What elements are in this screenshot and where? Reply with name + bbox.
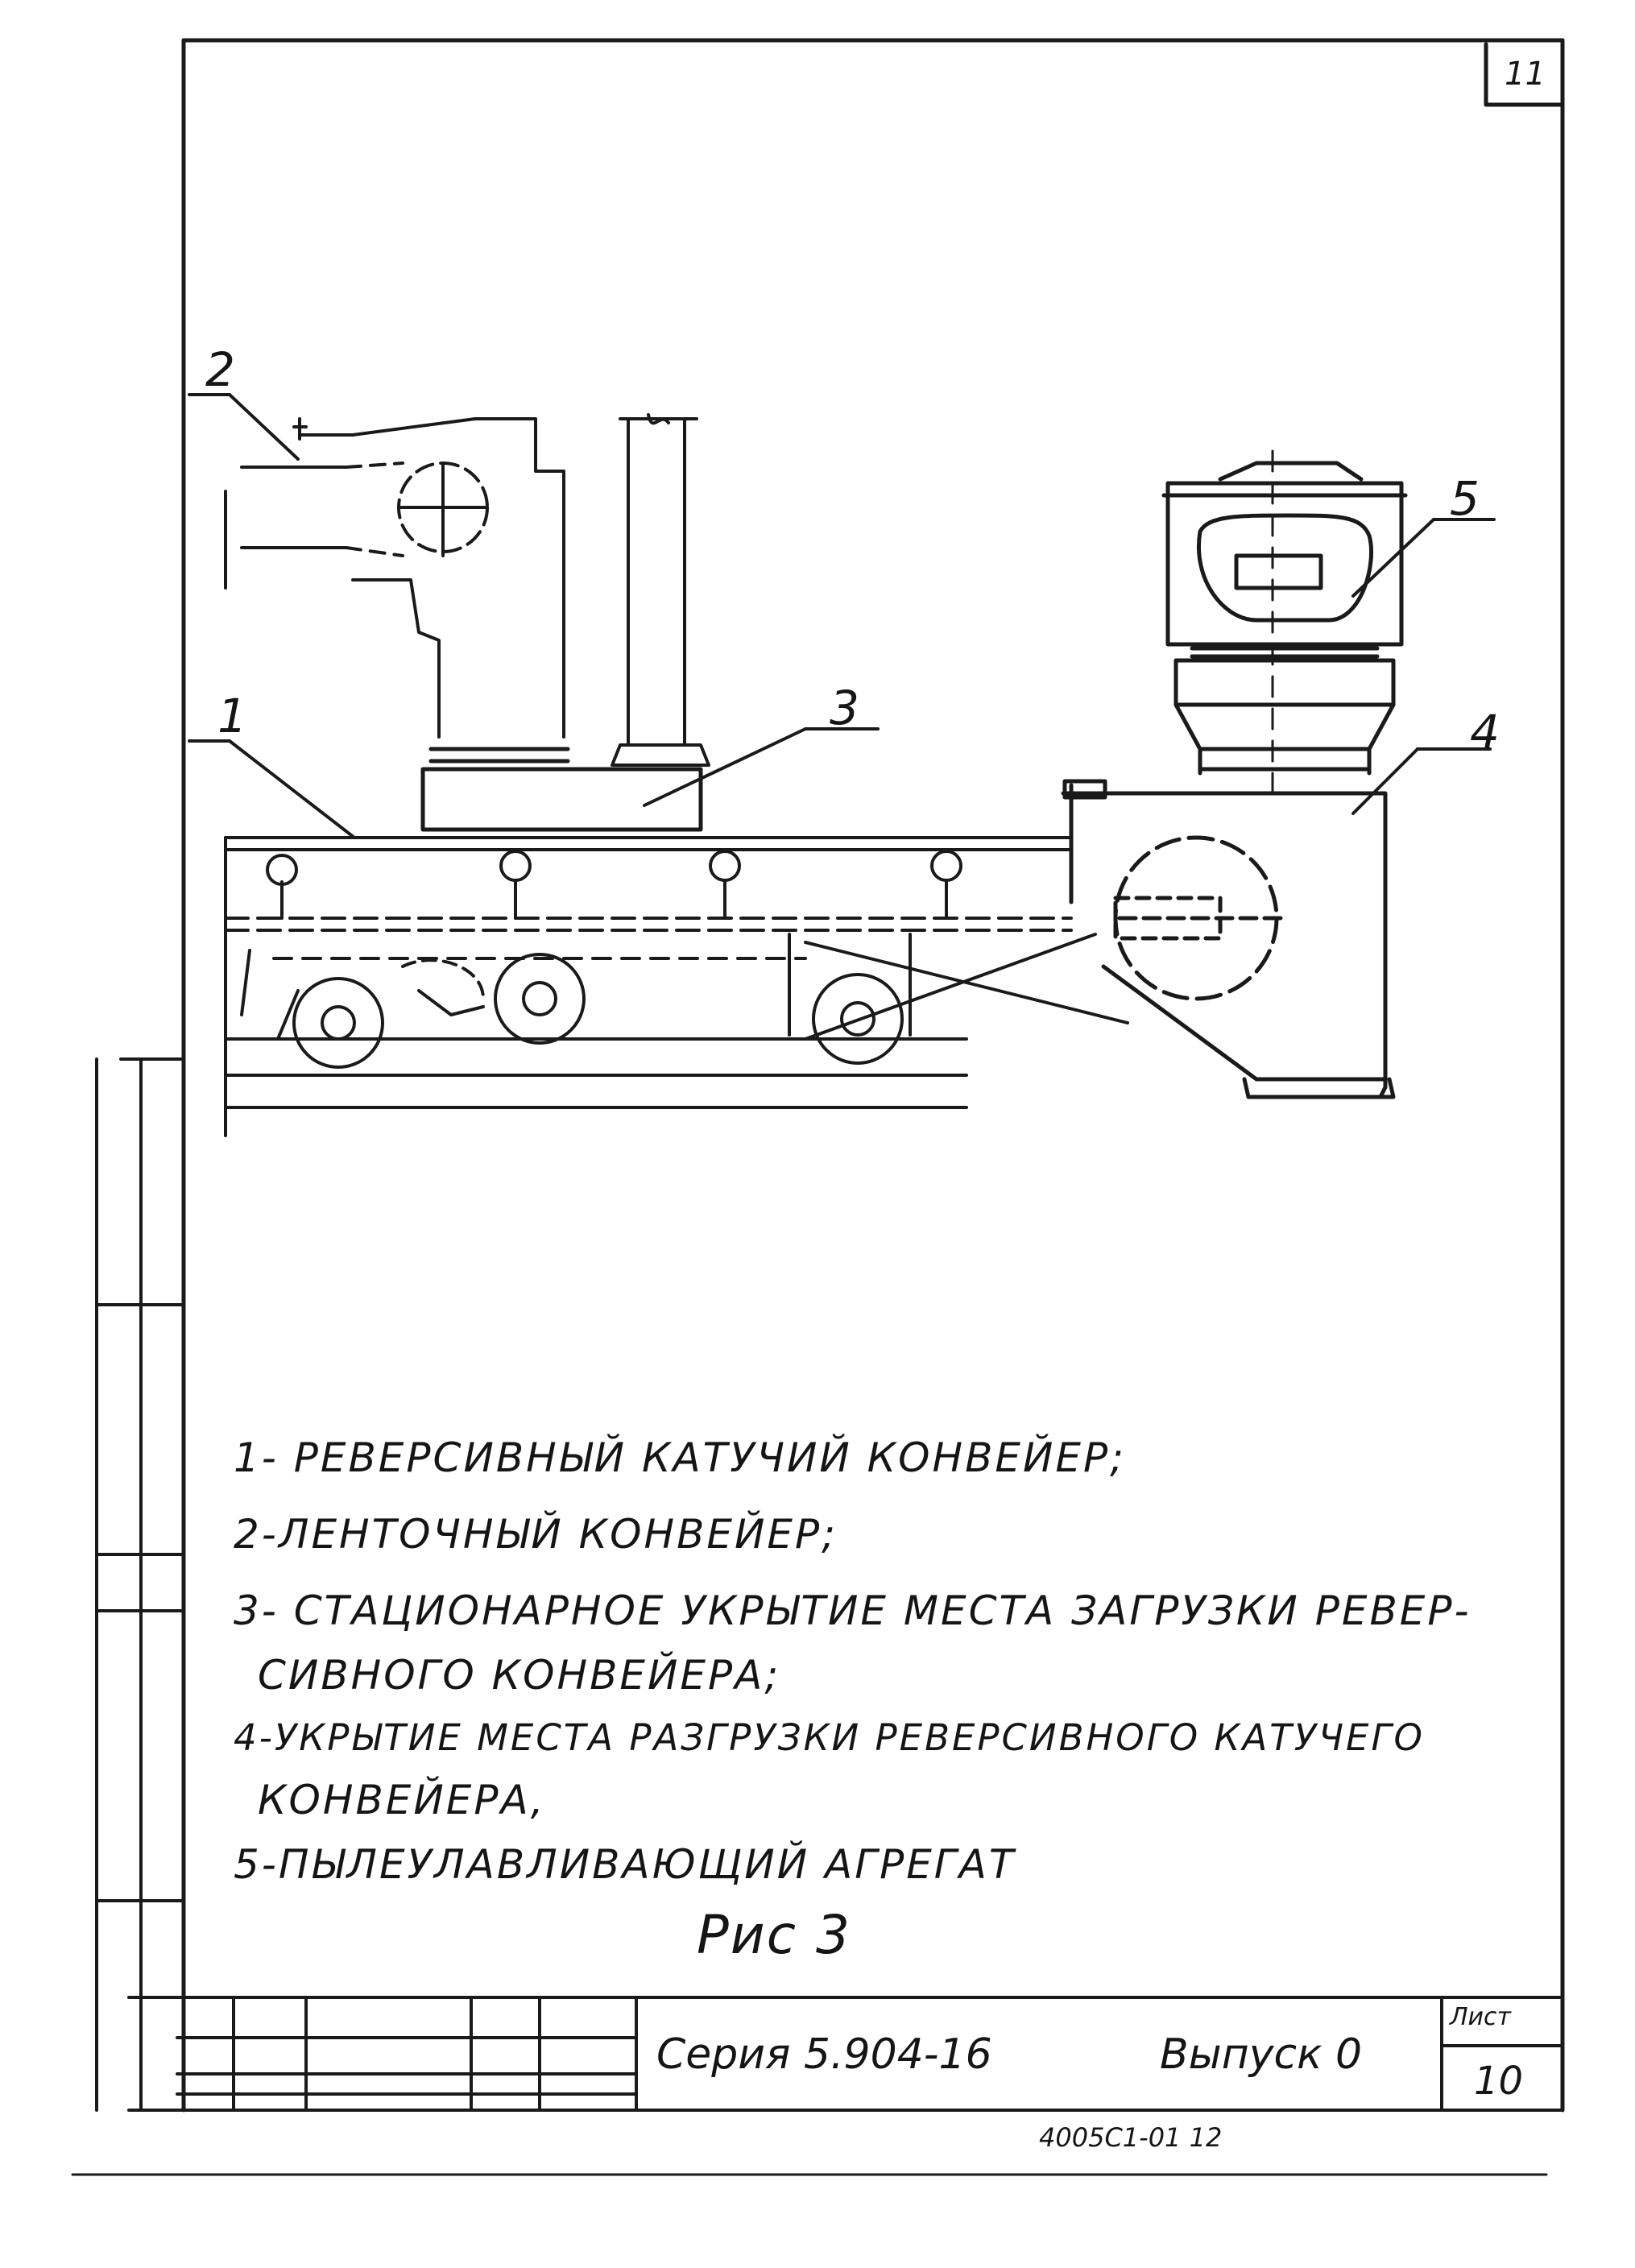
legend-item-2: 2-ЛЕНТОЧНЫЙ КОНВЕЙЕР; <box>234 1511 838 1558</box>
vertical-duct <box>611 413 710 767</box>
callout-1: 1 <box>217 689 247 743</box>
legend-item-4: 4-УКРЫТИЕ МЕСТА РАЗГРУЗКИ РЕВЕРСИВНОГО К… <box>234 1716 1425 1759</box>
sheet-frame <box>181 38 1565 2113</box>
reversible-conveyor <box>224 836 1129 1137</box>
callout-4: 4 <box>1470 705 1500 759</box>
figure-caption: Рис 3 <box>697 1904 851 1966</box>
bottom-code: 4005С1-01 12 <box>1039 2122 1223 2153</box>
sheet-value: 10 <box>1474 2059 1524 2104</box>
leader-lines <box>188 393 1496 839</box>
loading-cover <box>420 747 703 832</box>
belt-conveyor <box>224 417 565 739</box>
side-stamp-grid <box>95 1057 185 2112</box>
series-label: Серия 5.904-16 <box>656 2030 992 2079</box>
sheet-label: Лист <box>1450 2003 1512 2031</box>
dust-collector <box>1161 449 1408 807</box>
unloading-cover <box>1061 779 1396 1099</box>
title-block <box>71 1996 1564 2176</box>
issue-label: Выпуск 0 <box>1160 2030 1363 2079</box>
legend-item-3-cont: СИВНОГО КОНВЕЙЕРА; <box>258 1652 781 1699</box>
callout-2: 2 <box>205 342 235 397</box>
top-sheet-number: 11 <box>1505 56 1546 93</box>
legend-item-1: 1- РЕВЕРСИВНЫЙ КАТУЧИЙ КОНВЕЙЕР; <box>234 1434 1126 1481</box>
legend-item-3: 3- СТАЦИОНАРНОЕ УКРЫТИЕ МЕСТА ЗАГРУЗКИ Р… <box>234 1587 1472 1634</box>
callout-3: 3 <box>830 681 859 735</box>
legend-item-4-cont: КОНВЕЙЕРА, <box>258 1777 546 1823</box>
legend-item-5: 5-ПЫЛЕУЛАВЛИВАЮЩИЙ АГРЕГАТ <box>234 1841 1016 1888</box>
callout-5: 5 <box>1450 471 1480 526</box>
